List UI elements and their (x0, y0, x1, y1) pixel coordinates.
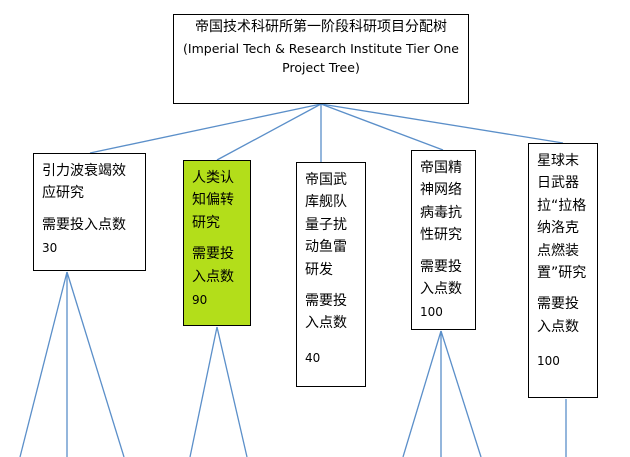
project-name: 帝国武库舰队量子扰动鱼雷研发 (305, 172, 347, 278)
points-label: 需要投入点数 (305, 292, 347, 332)
project-node-gravitational-wave: 引力波衰竭效应研究 需要投入点数 30 (33, 153, 146, 271)
connector-root-to-n4 (320, 103, 444, 151)
points-value: 100 (537, 354, 560, 369)
subtree-line (440, 330, 482, 457)
points-label: 需要投入点数 (420, 258, 462, 297)
root-title-zh: 帝国技术科研所第一阶段科研项目分配树 (195, 19, 447, 35)
project-node-human-cognition: 人类认知偏转研究 需要投入点数 90 (183, 160, 251, 326)
subtree-line (19, 271, 68, 457)
subtree-line (66, 271, 125, 457)
points-value: 30 (42, 241, 58, 256)
connector-root-to-n2 (216, 103, 322, 161)
points-label: 需要投入点数 (537, 296, 579, 335)
root-node: 帝国技术科研所第一阶段科研项目分配树 (Imperial Tech & Rese… (173, 14, 469, 104)
project-node-quantum-torpedo: 帝国武库舰队量子扰动鱼雷研发 需要投入点数 40 (296, 162, 366, 387)
project-name: 帝国精神网络病毒抗性研究 (420, 160, 462, 244)
points-label: 需要投入点数 (192, 246, 234, 285)
project-name: 星球末日武器拉“拉格纳洛克点燃装置”研究 (537, 153, 587, 281)
points-label: 需要投入点数 (42, 216, 126, 233)
subtree-line (216, 326, 248, 457)
project-node-ragnarok-device: 星球末日武器拉“拉格纳洛克点燃装置”研究 需要投入点数 100 (528, 143, 598, 398)
points-value: 100 (420, 305, 443, 320)
root-title-en: (Imperial Tech & Research Institute Tier… (183, 40, 459, 76)
project-name: 人类认知偏转研究 (192, 170, 234, 231)
connector-root-to-n5 (320, 103, 564, 144)
subtree-line (402, 330, 442, 457)
project-node-psychic-network-virus: 帝国精神网络病毒抗性研究 需要投入点数 100 (411, 150, 476, 330)
project-name: 引力波衰竭效应研究 (42, 163, 126, 202)
subtree-line (189, 326, 218, 457)
points-value: 40 (305, 350, 321, 365)
connector-root-to-n1 (89, 103, 322, 154)
points-value: 90 (192, 292, 208, 307)
